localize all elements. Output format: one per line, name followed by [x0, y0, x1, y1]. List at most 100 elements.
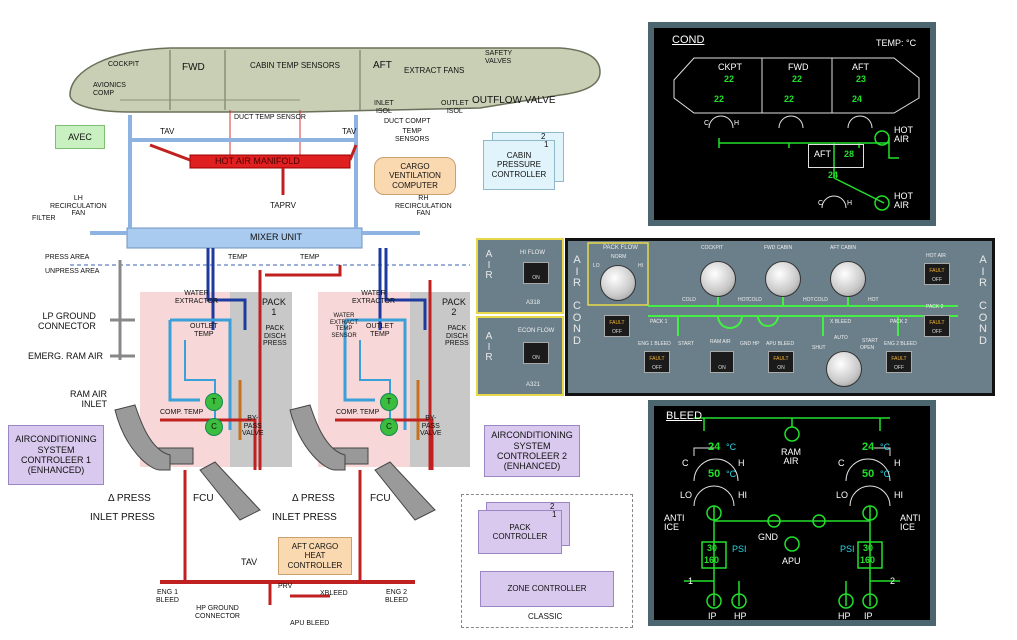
- pack2-compressor: C: [380, 418, 398, 436]
- pack1-water-extractor: WATER EXTRACTOR: [175, 290, 219, 305]
- ckpt-name: CKPT: [718, 62, 743, 72]
- left-anti-ice: ANTI ICE: [664, 513, 685, 533]
- aft-label: AFT: [373, 60, 392, 71]
- cockpit-temp-selector[interactable]: [700, 261, 736, 297]
- left-out-unit: °C: [726, 469, 737, 479]
- mixer-unit-label: MIXER UNIT: [250, 232, 303, 242]
- start-left: START: [678, 341, 694, 347]
- taprv-label: TAPRV: [270, 201, 296, 210]
- hi-flow-button[interactable]: ON: [523, 262, 549, 284]
- left-temp-unit: °C: [726, 442, 737, 452]
- eng2-bleed-button[interactable]: FAULT OFF: [886, 351, 912, 373]
- avionics-comp-label: AVIONICS COMP: [93, 82, 126, 97]
- hi-flow-label: HI FLOW: [520, 250, 545, 256]
- fwd-cabin-cold: COLD: [748, 297, 762, 303]
- left-c: C: [682, 458, 689, 468]
- cpc-number-1: 1: [544, 140, 549, 149]
- left-h: H: [738, 458, 745, 468]
- pack2-button[interactable]: FAULT OFF: [924, 315, 950, 337]
- pack-controller-number-1: 1: [552, 510, 557, 519]
- pack1-turbine: T: [205, 393, 223, 411]
- aft-name: AFT: [852, 62, 869, 72]
- bleed-title: BLEED: [666, 410, 703, 422]
- prv-label: PRV: [278, 583, 293, 590]
- a318-side-label: A I R: [485, 249, 493, 281]
- ram-air-button[interactable]: ON: [710, 351, 734, 373]
- aircon-schematic: COCKPIT FWD CABIN TEMP SENSORS AFT EXTRA…: [8, 47, 633, 628]
- fwd-label: FWD: [182, 62, 205, 73]
- aft-cargo-box: [808, 144, 864, 168]
- tav-right-label: TAV: [342, 127, 357, 136]
- cpc-number-2: 2: [541, 132, 546, 141]
- econ-flow-label: ECON FLOW: [518, 328, 555, 334]
- fuselage-shape: [69, 47, 601, 113]
- rh-recirc-fan-label: RH RECIRCULATION FAN: [395, 195, 452, 218]
- eng1-bleed-button[interactable]: FAULT OFF: [644, 351, 670, 373]
- air-cond-side-left: A I R C O N D: [572, 254, 582, 347]
- ckpt-temp: 22: [724, 74, 735, 84]
- hp-ground-connector-label: HP GROUND CONNECTOR: [195, 605, 240, 620]
- right-lo: LO: [836, 490, 849, 500]
- apu-bleed-button[interactable]: FAULT ON: [768, 351, 794, 373]
- x-bleed-selector[interactable]: [826, 351, 862, 387]
- cond-hot-air-1: HOT AIR: [894, 125, 913, 145]
- pack1-bypass-valve: BY- PASS VALVE: [242, 415, 264, 438]
- xbleed-label: XBLEED: [320, 590, 348, 597]
- fwd-cabin-hot: HOT: [803, 297, 814, 303]
- right-hp: HP: [838, 611, 851, 621]
- classic-group: [461, 494, 633, 628]
- fwd-temp: 22: [792, 74, 803, 84]
- zone-controller-box: ZONE CONTROLLER: [480, 571, 614, 607]
- xbleed-auto: AUTO: [834, 335, 848, 341]
- right-h: H: [894, 458, 901, 468]
- a321-model: A321: [526, 382, 541, 388]
- press-area-label: PRESS AREA: [45, 254, 90, 261]
- fwd-cabin-selector-label: FWD CABIN: [764, 245, 793, 251]
- fcu-left: FCU: [193, 493, 214, 504]
- aft-cabin-temp-selector[interactable]: [830, 261, 866, 297]
- right-psi-label: PSI: [840, 544, 855, 554]
- fwd-cabin-temp-selector[interactable]: [765, 261, 801, 297]
- a321-panel: A I R ECON FLOW ON A321: [476, 316, 564, 396]
- eng1-bleed-panel-label: ENG 1 BLEED: [638, 341, 671, 347]
- aft-cabin-cold: COLD: [814, 297, 828, 303]
- pack1-disch-press: PACK DISCH PRESS: [263, 325, 287, 348]
- eng2-bleed-label: ENG 2 BLEED: [385, 589, 408, 604]
- pack1-title: PACK 1: [262, 297, 286, 317]
- outlet-isol-label: OUTLET ISOL: [441, 100, 469, 115]
- xbleed-shut: SHUT: [812, 345, 826, 351]
- pack1-button[interactable]: FAULT OFF: [604, 315, 630, 337]
- cabin-pressure-controller-box: CABIN PRESSURE CONTROLLER: [483, 140, 555, 190]
- right-c: C: [838, 458, 845, 468]
- temp-left-label: TEMP: [228, 254, 248, 261]
- left-hi: HI: [738, 490, 747, 500]
- pack-flow-selector[interactable]: [600, 265, 636, 301]
- cockpit-selector-label: COCKPIT: [701, 245, 724, 251]
- acsc2-box: AIRCONDITIONING SYSTEM CONTROLEER 2 (ENH…: [484, 425, 580, 477]
- right-ip: IP: [864, 611, 873, 621]
- pack2-water-extract-temp-sensor: WATER EXTRACT TEMP SENSOR: [330, 313, 359, 339]
- hot-air-button[interactable]: FAULT OFF: [924, 263, 950, 285]
- left-temp: 24: [708, 441, 721, 453]
- econ-flow-button[interactable]: ON: [523, 342, 549, 364]
- pack2-comp-temp: COMP. TEMP: [336, 409, 380, 416]
- duct-temp-sensor-label: DUCT TEMP SENSOR: [234, 114, 306, 121]
- left-psi2: 160: [704, 555, 720, 565]
- pack-flow-label: PACK FLOW: [603, 245, 638, 251]
- right-out: 50: [862, 468, 875, 480]
- pack2-outlet-temp: OUTLET TEMP: [366, 323, 394, 338]
- pack1-compressor: C: [205, 418, 223, 436]
- x-bleed-label: X BLEED: [830, 319, 852, 325]
- air-cond-panel: A I R C O N D A I R C O N D PACK FLOW NO…: [565, 238, 995, 396]
- tav-bottom-label: TAV: [241, 557, 258, 567]
- extract-fans-label: EXTRACT FANS: [404, 66, 465, 75]
- lh-recirc-fan-label: LH RECIRCULATION FAN: [50, 195, 107, 218]
- pack2-title: PACK 2: [442, 297, 466, 317]
- lp-ground-connector-label: LP GROUND CONNECTOR: [38, 311, 96, 331]
- hot-air-manifold-label: HOT AIR MANIFOLD: [215, 156, 300, 166]
- pack2-water-extractor: WATER EXTRACTOR: [352, 290, 396, 305]
- right-hi: HI: [894, 490, 903, 500]
- inlet-press-right: INLET PRESS: [272, 512, 337, 523]
- pack-controller-number-2: 2: [550, 502, 555, 511]
- left-eng-number: 1: [688, 576, 694, 586]
